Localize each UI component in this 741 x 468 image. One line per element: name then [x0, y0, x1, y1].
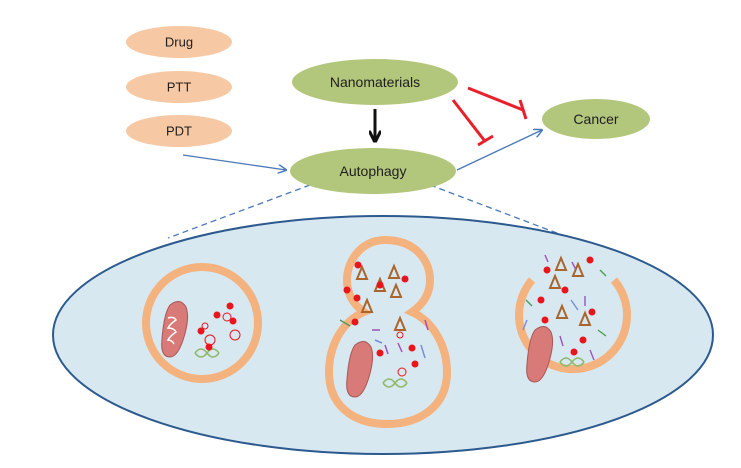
node-autophagy: Autophagy	[290, 148, 456, 194]
debris	[522, 254, 607, 361]
node-nanomaterials-label: Nanomaterials	[330, 74, 420, 90]
red-vesicles	[197, 302, 241, 351]
treatment-drug: Drug	[126, 26, 232, 58]
mitochondrion-icon	[161, 301, 189, 358]
stage-autophagosome	[142, 263, 262, 383]
dna-icon	[194, 348, 220, 358]
dna-icon	[559, 357, 585, 367]
mitochondrion-icon	[346, 341, 374, 398]
treatment-pdt: PDT	[126, 115, 232, 147]
red-vesicles	[343, 261, 419, 368]
triangle-nanoparticles	[355, 263, 407, 331]
node-nanomaterials: Nanomaterials	[292, 59, 458, 105]
zoom-line-left	[167, 184, 311, 239]
treatment-ptt: PTT	[126, 71, 232, 103]
stage-ruptured	[515, 254, 631, 383]
node-autophagy-label: Autophagy	[340, 163, 407, 179]
pdt-to-autophagy-arrow	[182, 154, 286, 170]
zoom-line-right	[429, 184, 571, 239]
mitochondrion-icon	[526, 326, 554, 383]
dna-icon	[382, 378, 408, 388]
treatment-pdt-label: PDT	[166, 124, 192, 139]
debris	[339, 319, 429, 359]
stage-fusion	[324, 235, 452, 429]
red-vesicles	[537, 256, 596, 356]
treatment-drug-label: Drug	[165, 35, 193, 50]
autophagy-to-cancer-arrow	[456, 130, 542, 171]
node-cancer-label: Cancer	[573, 111, 618, 127]
nanomaterials-inhibits-cancer	[467, 86, 528, 120]
node-cancer: Cancer	[542, 99, 650, 139]
treatment-ptt-label: PTT	[167, 80, 192, 95]
nanomaterials-inhibits-autophagy	[451, 99, 494, 147]
